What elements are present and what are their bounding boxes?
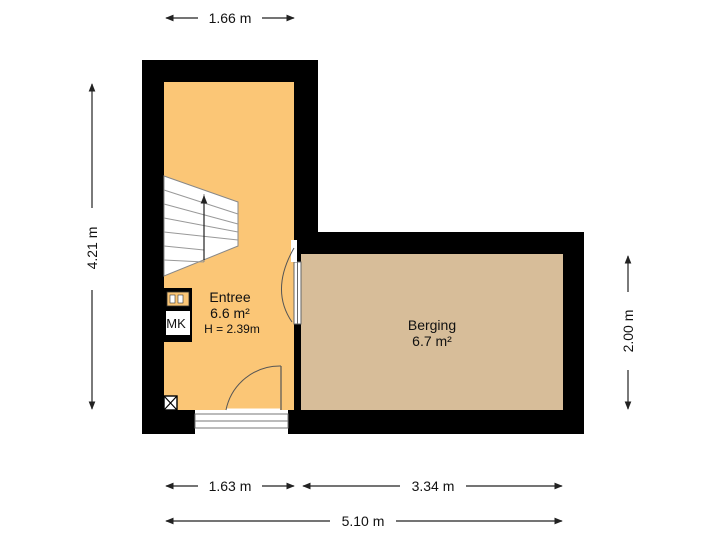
dimension-left: 4.21 m — [84, 83, 100, 410]
dimension-left-label: 4.21 m — [84, 227, 100, 270]
shaft-icon — [163, 395, 178, 411]
dimension-total: 5.10 m — [165, 513, 563, 529]
dimension-bottom-right: 3.34 m — [302, 478, 563, 494]
entree-area: 6.6 m² — [210, 305, 250, 321]
front-door — [225, 365, 282, 412]
dimension-total-label: 5.10 m — [342, 513, 385, 529]
entree-height: H = 2.39m — [204, 322, 260, 336]
staircase — [163, 175, 239, 277]
dimension-bottom-right-label: 3.34 m — [412, 478, 455, 494]
berging-name: Berging — [408, 317, 456, 333]
berging-area: 6.7 m² — [412, 333, 452, 349]
entree-name: Entree — [209, 289, 250, 305]
dimension-bottom-left-label: 1.63 m — [209, 478, 252, 494]
walls — [142, 60, 584, 434]
front-window — [194, 413, 289, 429]
berging-floor — [301, 254, 563, 410]
dimension-bottom-left: 1.63 m — [165, 478, 295, 494]
meter-cupboard-label: MK — [166, 316, 186, 331]
meter-cupboard: MK — [164, 288, 192, 342]
dimension-right-label: 2.00 m — [620, 310, 636, 353]
interior-door — [281, 240, 302, 325]
dimension-right: 2.00 m — [620, 255, 636, 410]
dimension-top: 1.66 m — [165, 10, 295, 26]
dimension-top-label: 1.66 m — [209, 10, 252, 26]
